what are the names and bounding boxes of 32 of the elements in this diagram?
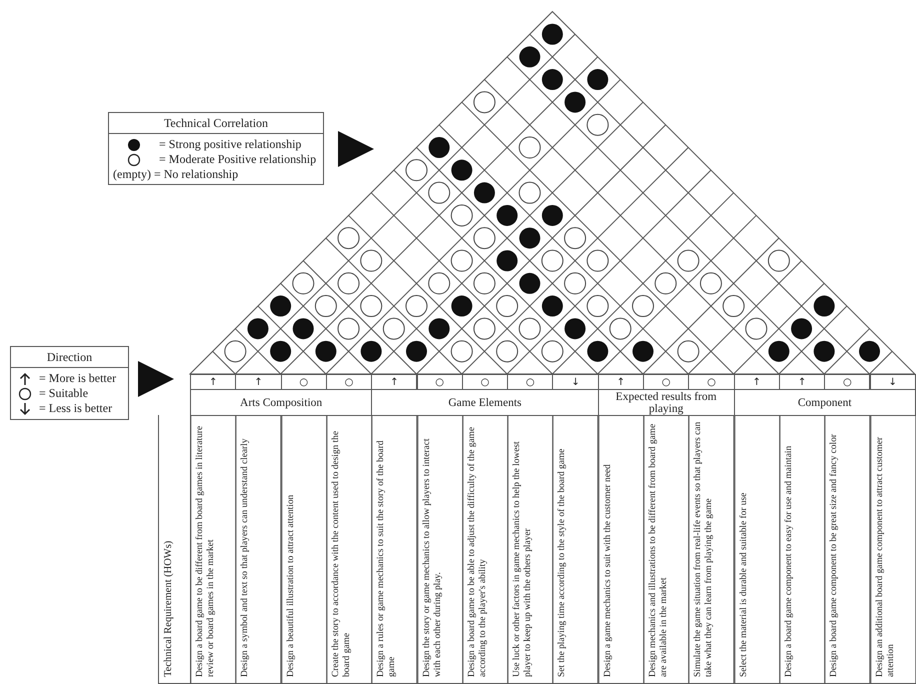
requirement-text: Design a board game to be different from board games in literature review or board games in the market [190,415,236,684]
requirement-text: Design a board game component to be great size and fancy color [824,415,870,684]
requirement-text: Design a symbol and text so that players can understand clearly [235,415,282,684]
requirement-text: Design the story or game mechanics to allow players to interact with each other during play. [416,415,463,684]
legend-text: = Suitable [39,386,88,401]
legend-text: (empty) = No relationship [113,167,238,182]
direction-symbol: ○ [824,374,870,390]
legend-text: = Less is better [39,401,112,416]
row-heading: Technical Requirement (HOWs) [158,415,191,684]
group-header: Arts Composition [190,389,372,416]
requirement-text: Design a rules or game mechanics to suit the story of the board game [371,415,418,684]
direction-symbol: ↑ [190,374,236,390]
direction-symbol: ↑ [371,374,418,390]
legend-title: Technical Correlation [109,113,323,134]
requirement-text: Design mechanics and illustrations to be different from board game are available in the market [643,415,690,684]
legend-title: Direction [11,347,128,368]
requirement-text: Create the story to accordance with the content used to design the board game [326,415,372,684]
legend-text: = More is better [39,371,116,386]
legend-text: = Moderate Positive relationship [159,152,316,167]
requirement-text: Design a board game component to easy for use and maintain [778,415,826,684]
legend-text: = Strong positive relationship [159,137,302,152]
requirement-text: Design an additional board game component to attract customer attention [870,415,916,684]
requirement-text: Design a game mechanics to suit with the customer need [598,415,644,684]
requirement-text: Set the playing time according to the style of the board game [552,415,599,684]
group-header: Expected results from playing [598,389,735,416]
requirement-text: Select the material is durable and suitable for use [734,415,780,684]
direction-symbol: ↓ [870,374,916,390]
requirement-text: Design a board game to be able to adjust the difficulty of the game according to the player's ability [462,415,508,684]
group-header: Component [734,389,916,416]
requirement-text: Use luck or other factors in game mechanics to help the lowest player to keep up with the others player [507,415,554,684]
requirement-text: Design a beautiful illustration to attract attention [280,415,327,684]
direction-symbol: ○ [416,374,463,390]
